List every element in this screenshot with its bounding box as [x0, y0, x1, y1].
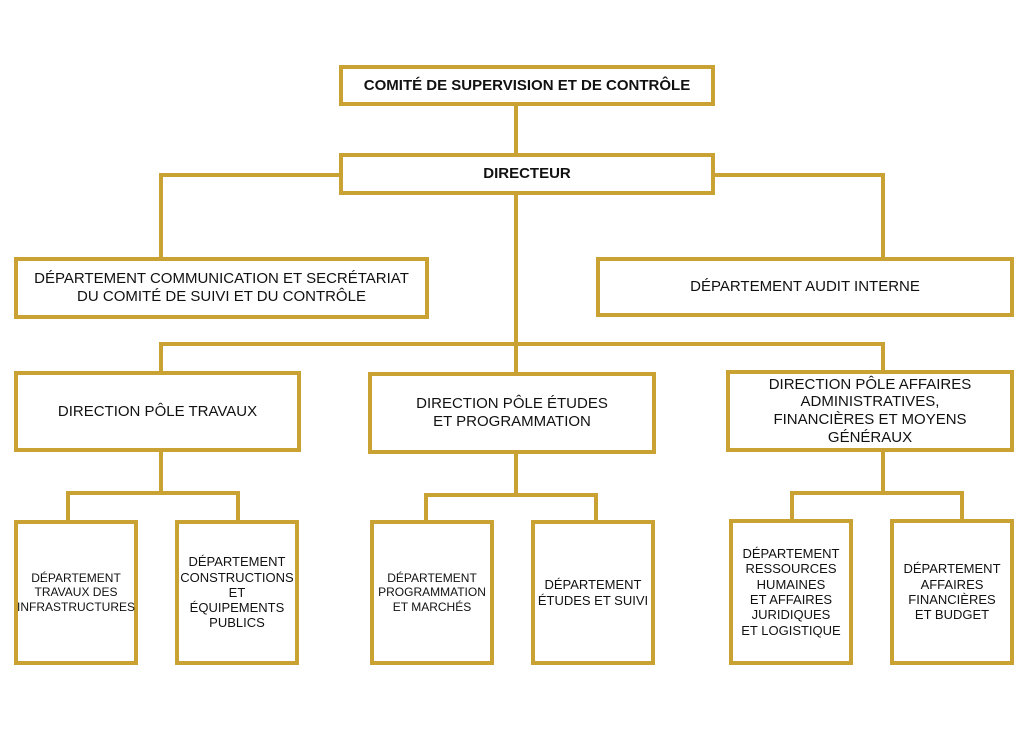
dept-audit-box: DÉPARTEMENT AUDIT INTERNE [596, 257, 1014, 317]
dept-ressources-humaines-box: DÉPARTEMENT RESSOURCES HUMAINES ET AFFAI… [729, 519, 853, 665]
committee-box: COMITÉ DE SUPERVISION ET DE CONTRÔLE [339, 65, 715, 106]
connector-affaires-depts [790, 449, 964, 523]
dept-travaux-infrastructures-box: DÉPARTEMENT TRAVAUX DES INFRASTRUCTURES [14, 520, 138, 665]
director-box: DIRECTEUR [339, 153, 715, 195]
dept-constructions-equipements-box: DÉPARTEMENT CONSTRUCTIONS ET ÉQUIPEMENTS… [175, 520, 299, 665]
dept-communication-box: DÉPARTEMENT COMMUNICATION ET SECRÉTARIAT… [14, 257, 429, 319]
pole-travaux-box: DIRECTION PÔLE TRAVAUX [14, 371, 301, 452]
connector-travaux-depts [66, 449, 240, 523]
dept-etudes-suivi-box: DÉPARTEMENT ÉTUDES ET SUIVI [531, 520, 655, 665]
pole-etudes-box: DIRECTION PÔLE ÉTUDES ET PROGRAMMATION [368, 372, 656, 454]
connector-director-communication [159, 173, 341, 259]
dept-programmation-marches-box: DÉPARTEMENT PROGRAMMATION ET MARCHÉS [370, 520, 494, 665]
pole-affaires-box: DIRECTION PÔLE AFFAIRES ADMINISTRATIVES,… [726, 370, 1014, 452]
connector-etudes-depts [424, 451, 598, 523]
dept-affaires-financieres-box: DÉPARTEMENT AFFAIRES FINANCIÈRES ET BUDG… [890, 519, 1014, 665]
connector-director-audit [713, 173, 885, 259]
